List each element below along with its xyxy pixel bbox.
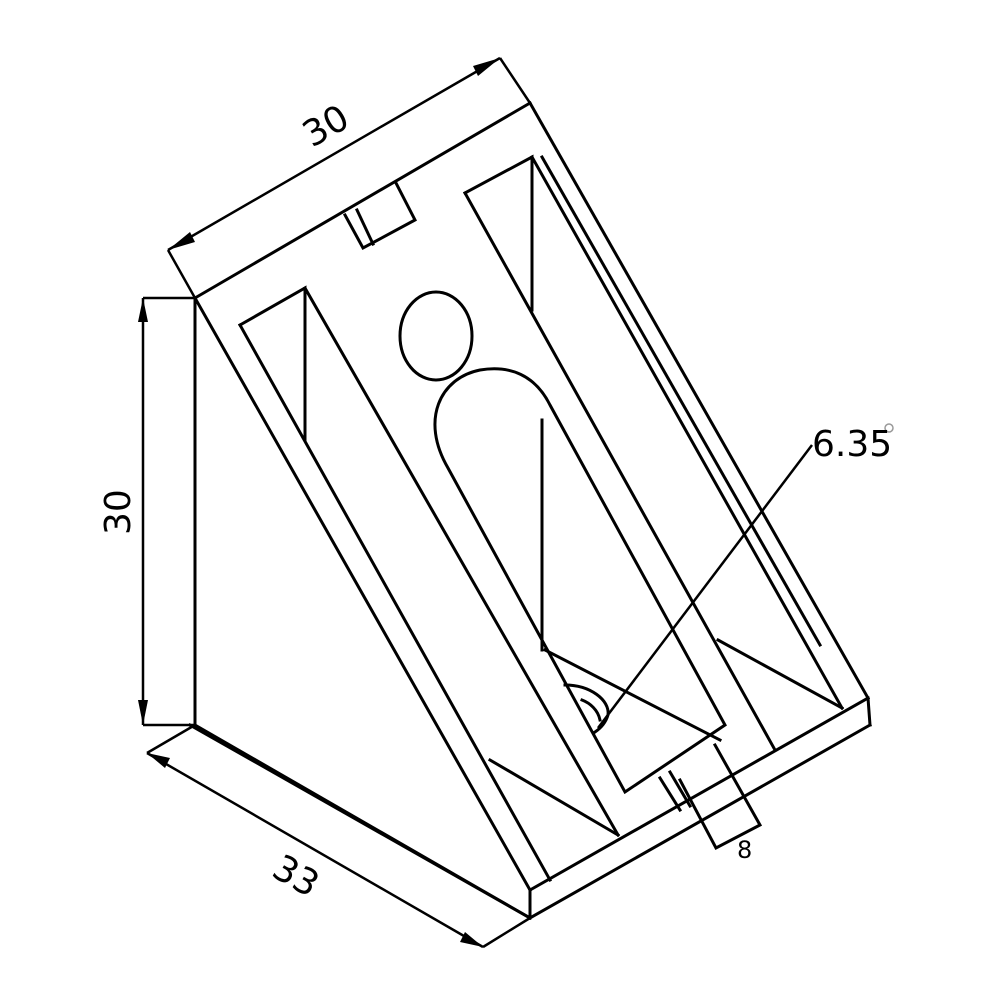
dim-bottom-length-label: 33 [266, 847, 326, 905]
dim-tab-width-label: 8 [737, 836, 752, 864]
dim-top-width [166, 56, 532, 299]
left-web [237, 285, 621, 883]
upper-hole [398, 290, 474, 382]
top-tab [342, 180, 418, 251]
bracket-outline [187, 100, 873, 921]
dim-bottom-length [146, 723, 531, 949]
dim-left-height-label: 30 [98, 489, 139, 535]
dim-hole-diameter-label: 6.35 [812, 424, 892, 465]
dim-left-height [138, 296, 195, 727]
bottom-tab [657, 742, 763, 851]
right-web [462, 154, 845, 753]
dim-hole-leader [597, 423, 894, 729]
center-slot [433, 154, 823, 795]
